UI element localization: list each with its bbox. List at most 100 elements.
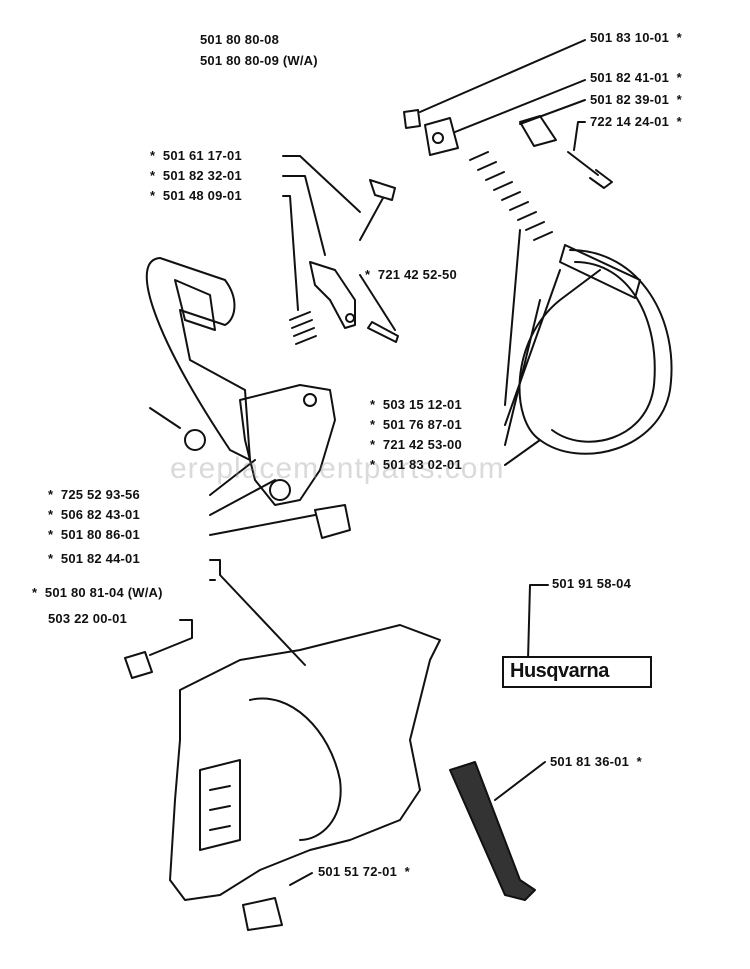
leader-line <box>209 514 316 536</box>
leader-line <box>504 269 561 426</box>
part-number: 501 83 02-01 <box>382 457 462 472</box>
part-number: 501 82 41-01 <box>590 70 670 85</box>
nut-small <box>124 651 153 679</box>
part-callout[interactable]: * 501 80 81-04 (W/A) <box>32 585 163 600</box>
front-handle <box>145 257 251 461</box>
part-callout[interactable]: 722 14 24-01 * <box>590 114 682 129</box>
part-callout[interactable]: * 506 82 43-01 <box>48 507 140 522</box>
leader-line <box>209 559 306 666</box>
part-callout[interactable]: * 501 82 32-01 <box>150 168 242 183</box>
spring-small <box>289 311 317 345</box>
asterisk: * <box>150 168 156 183</box>
part-number: 501 81 36-01 <box>550 754 630 769</box>
bolt <box>359 179 396 241</box>
asterisk: * <box>370 457 376 472</box>
asterisk: * <box>370 417 376 432</box>
part-callout[interactable]: 503 22 00-01 <box>48 611 127 626</box>
part-number: 501 76 87-01 <box>382 417 462 432</box>
leader-line <box>282 155 361 213</box>
leader-line <box>289 872 313 886</box>
part-callout[interactable]: * 721 42 52-50 <box>365 267 457 282</box>
asterisk: * <box>676 70 682 85</box>
part-number: 506 82 43-01 <box>60 507 140 522</box>
asterisk: * <box>676 92 682 107</box>
part-number: 501 83 10-01 <box>590 30 670 45</box>
part-callout[interactable]: 501 91 58-04 <box>552 576 631 591</box>
leader-line <box>527 584 549 661</box>
header-part-number-1: 501 80 80-08 <box>200 32 280 47</box>
leader-line <box>209 479 276 516</box>
leader-line <box>209 459 256 496</box>
part-callout[interactable]: 501 82 39-01 * <box>590 92 682 107</box>
part-number: 725 52 93-56 <box>60 487 140 502</box>
bolt-right <box>567 151 613 189</box>
asterisk: * <box>48 551 54 566</box>
leader-line <box>504 229 521 406</box>
watermark: ereplacementparts.com <box>170 452 505 485</box>
part-number: 501 61 17-01 <box>162 148 242 163</box>
part-number: 503 15 12-01 <box>382 397 462 412</box>
leader-line <box>282 195 299 311</box>
part-callout[interactable]: * 501 83 02-01 <box>370 457 462 472</box>
sleeve <box>519 115 557 147</box>
part-callout[interactable]: * 501 82 44-01 <box>48 551 140 566</box>
asterisk: * <box>48 507 54 522</box>
asterisk: * <box>32 585 38 600</box>
leader-line <box>494 761 546 801</box>
leader-line <box>282 175 326 256</box>
guard-plate <box>449 761 536 901</box>
part-number: 721 42 53-00 <box>382 437 462 452</box>
leader-line <box>519 99 586 125</box>
leader-line <box>573 121 586 151</box>
part-callout[interactable]: * 721 42 53-00 <box>370 437 462 452</box>
part-number: 501 82 32-01 <box>162 168 242 183</box>
asterisk: * <box>404 864 410 879</box>
asterisk: * <box>370 397 376 412</box>
part-callout[interactable]: * 501 80 86-01 <box>48 527 140 542</box>
header-part-number-2: 501 80 80-09 (W/A) <box>200 53 318 68</box>
pin <box>367 321 399 343</box>
part-number: 503 22 00-01 <box>48 611 128 626</box>
small-block <box>242 897 283 931</box>
leader-line <box>504 439 541 466</box>
asterisk: * <box>150 148 156 163</box>
asterisk: * <box>365 267 371 282</box>
spring-large <box>469 151 553 241</box>
knob <box>314 504 351 539</box>
part-callout[interactable]: * 501 48 09-01 <box>150 188 242 203</box>
asterisk: * <box>48 487 54 502</box>
part-number: 501 91 58-04 <box>552 576 632 591</box>
part-number: 501 82 44-01 <box>60 551 140 566</box>
part-number: 722 14 24-01 <box>590 114 670 129</box>
part-number: 721 42 52-50 <box>377 267 457 282</box>
asterisk: * <box>150 188 156 203</box>
leader-line <box>504 299 541 446</box>
part-callout[interactable]: * 725 52 93-56 <box>48 487 140 502</box>
asterisk: * <box>676 30 682 45</box>
part-callout[interactable]: 501 51 72-01 * <box>318 864 410 879</box>
leader-line <box>454 79 586 133</box>
part-number: 501 80 86-01 <box>60 527 140 542</box>
asterisk: * <box>676 114 682 129</box>
part-callout[interactable]: * 501 61 17-01 <box>150 148 242 163</box>
part-number: 501 48 09-01 <box>162 188 242 203</box>
leader-line <box>419 39 586 113</box>
part-callout[interactable]: 501 82 41-01 * <box>590 70 682 85</box>
leader-line <box>149 619 193 656</box>
side-cover <box>169 624 441 901</box>
part-callout[interactable]: * 501 76 87-01 <box>370 417 462 432</box>
asterisk: * <box>370 437 376 452</box>
nut-top <box>403 109 421 129</box>
part-number: 501 80 81-04 (W/A) <box>44 585 163 600</box>
part-number: 501 51 72-01 <box>318 864 398 879</box>
bracket-top <box>424 117 459 156</box>
part-callout[interactable]: 501 81 36-01 * <box>550 754 642 769</box>
clutch-cover <box>239 384 336 506</box>
part-callout[interactable]: * 503 15 12-01 <box>370 397 462 412</box>
part-callout[interactable]: 501 83 10-01 * <box>590 30 682 45</box>
asterisk: * <box>48 527 54 542</box>
part-number: 501 82 39-01 <box>590 92 670 107</box>
brake-band <box>518 249 673 455</box>
brake-lever <box>309 261 356 329</box>
